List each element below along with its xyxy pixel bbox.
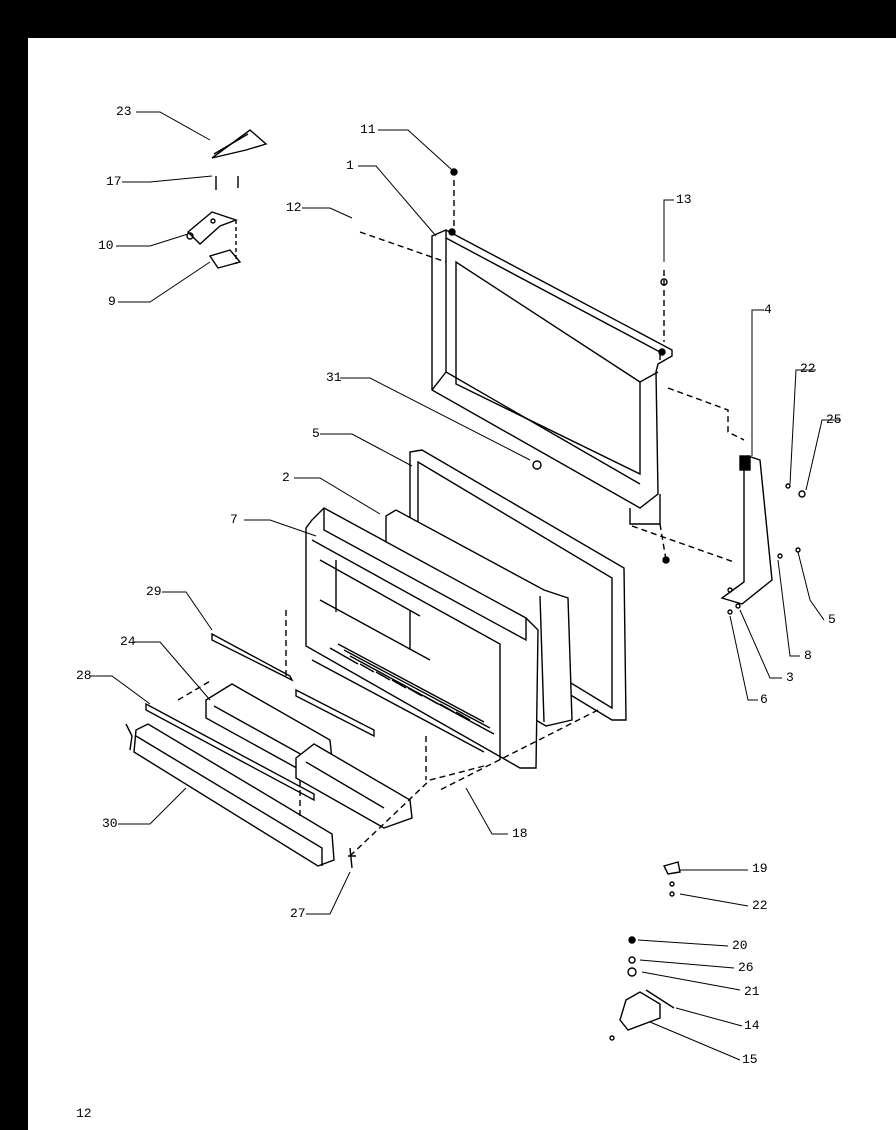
callout-19: 19: [752, 861, 768, 876]
callout-27: 27: [290, 906, 306, 921]
callout-10: 10: [98, 238, 114, 253]
callout-1: 1: [346, 158, 354, 173]
callout-30: 30: [102, 816, 118, 831]
callout-15: 15: [742, 1052, 758, 1067]
callout-7: 7: [230, 512, 238, 527]
callout-23: 23: [116, 104, 132, 119]
callout-18: 18: [512, 826, 528, 841]
callout-28: 28: [76, 668, 92, 683]
callout-22-bottom: 22: [752, 898, 768, 913]
callout-11: 11: [360, 122, 376, 137]
right-hinge-bracket-part: [720, 455, 773, 609]
callout-31: 31: [326, 370, 342, 385]
callout-14: 14: [744, 1018, 760, 1033]
callout-5-right: 5: [828, 612, 836, 627]
top-hinge-part: [186, 176, 242, 269]
callout-20: 20: [732, 938, 748, 953]
callout-21: 21: [744, 984, 760, 999]
shelf-rail-parts: [145, 632, 375, 802]
callout-25: 25: [826, 412, 842, 427]
callout-17: 17: [106, 174, 122, 189]
small-hardware-parts: [348, 168, 806, 1041]
callout-29: 29: [146, 584, 162, 599]
callout-2: 2: [282, 470, 290, 485]
callout-8: 8: [804, 648, 812, 663]
callout-24: 24: [120, 634, 136, 649]
leader-lines: [90, 111, 840, 1061]
callout-9: 9: [108, 294, 116, 309]
callout-4: 4: [764, 302, 772, 317]
callout-22-top: 22: [800, 361, 816, 376]
bottom-drawer-part: [125, 723, 335, 867]
assembly-lines: [177, 180, 745, 857]
callout-12: 12: [286, 200, 302, 215]
callout-26: 26: [738, 960, 754, 975]
callout-3: 3: [786, 670, 794, 685]
callout-6: 6: [760, 692, 768, 707]
door-panel-part: [431, 228, 673, 525]
callout-13: 13: [676, 192, 692, 207]
callout-5: 5: [312, 426, 320, 441]
page-number: 12: [76, 1106, 92, 1121]
crisper-frame-part: [305, 507, 539, 769]
crisper-bin-parts: [205, 683, 413, 829]
hinge-cover-part: [211, 129, 268, 159]
